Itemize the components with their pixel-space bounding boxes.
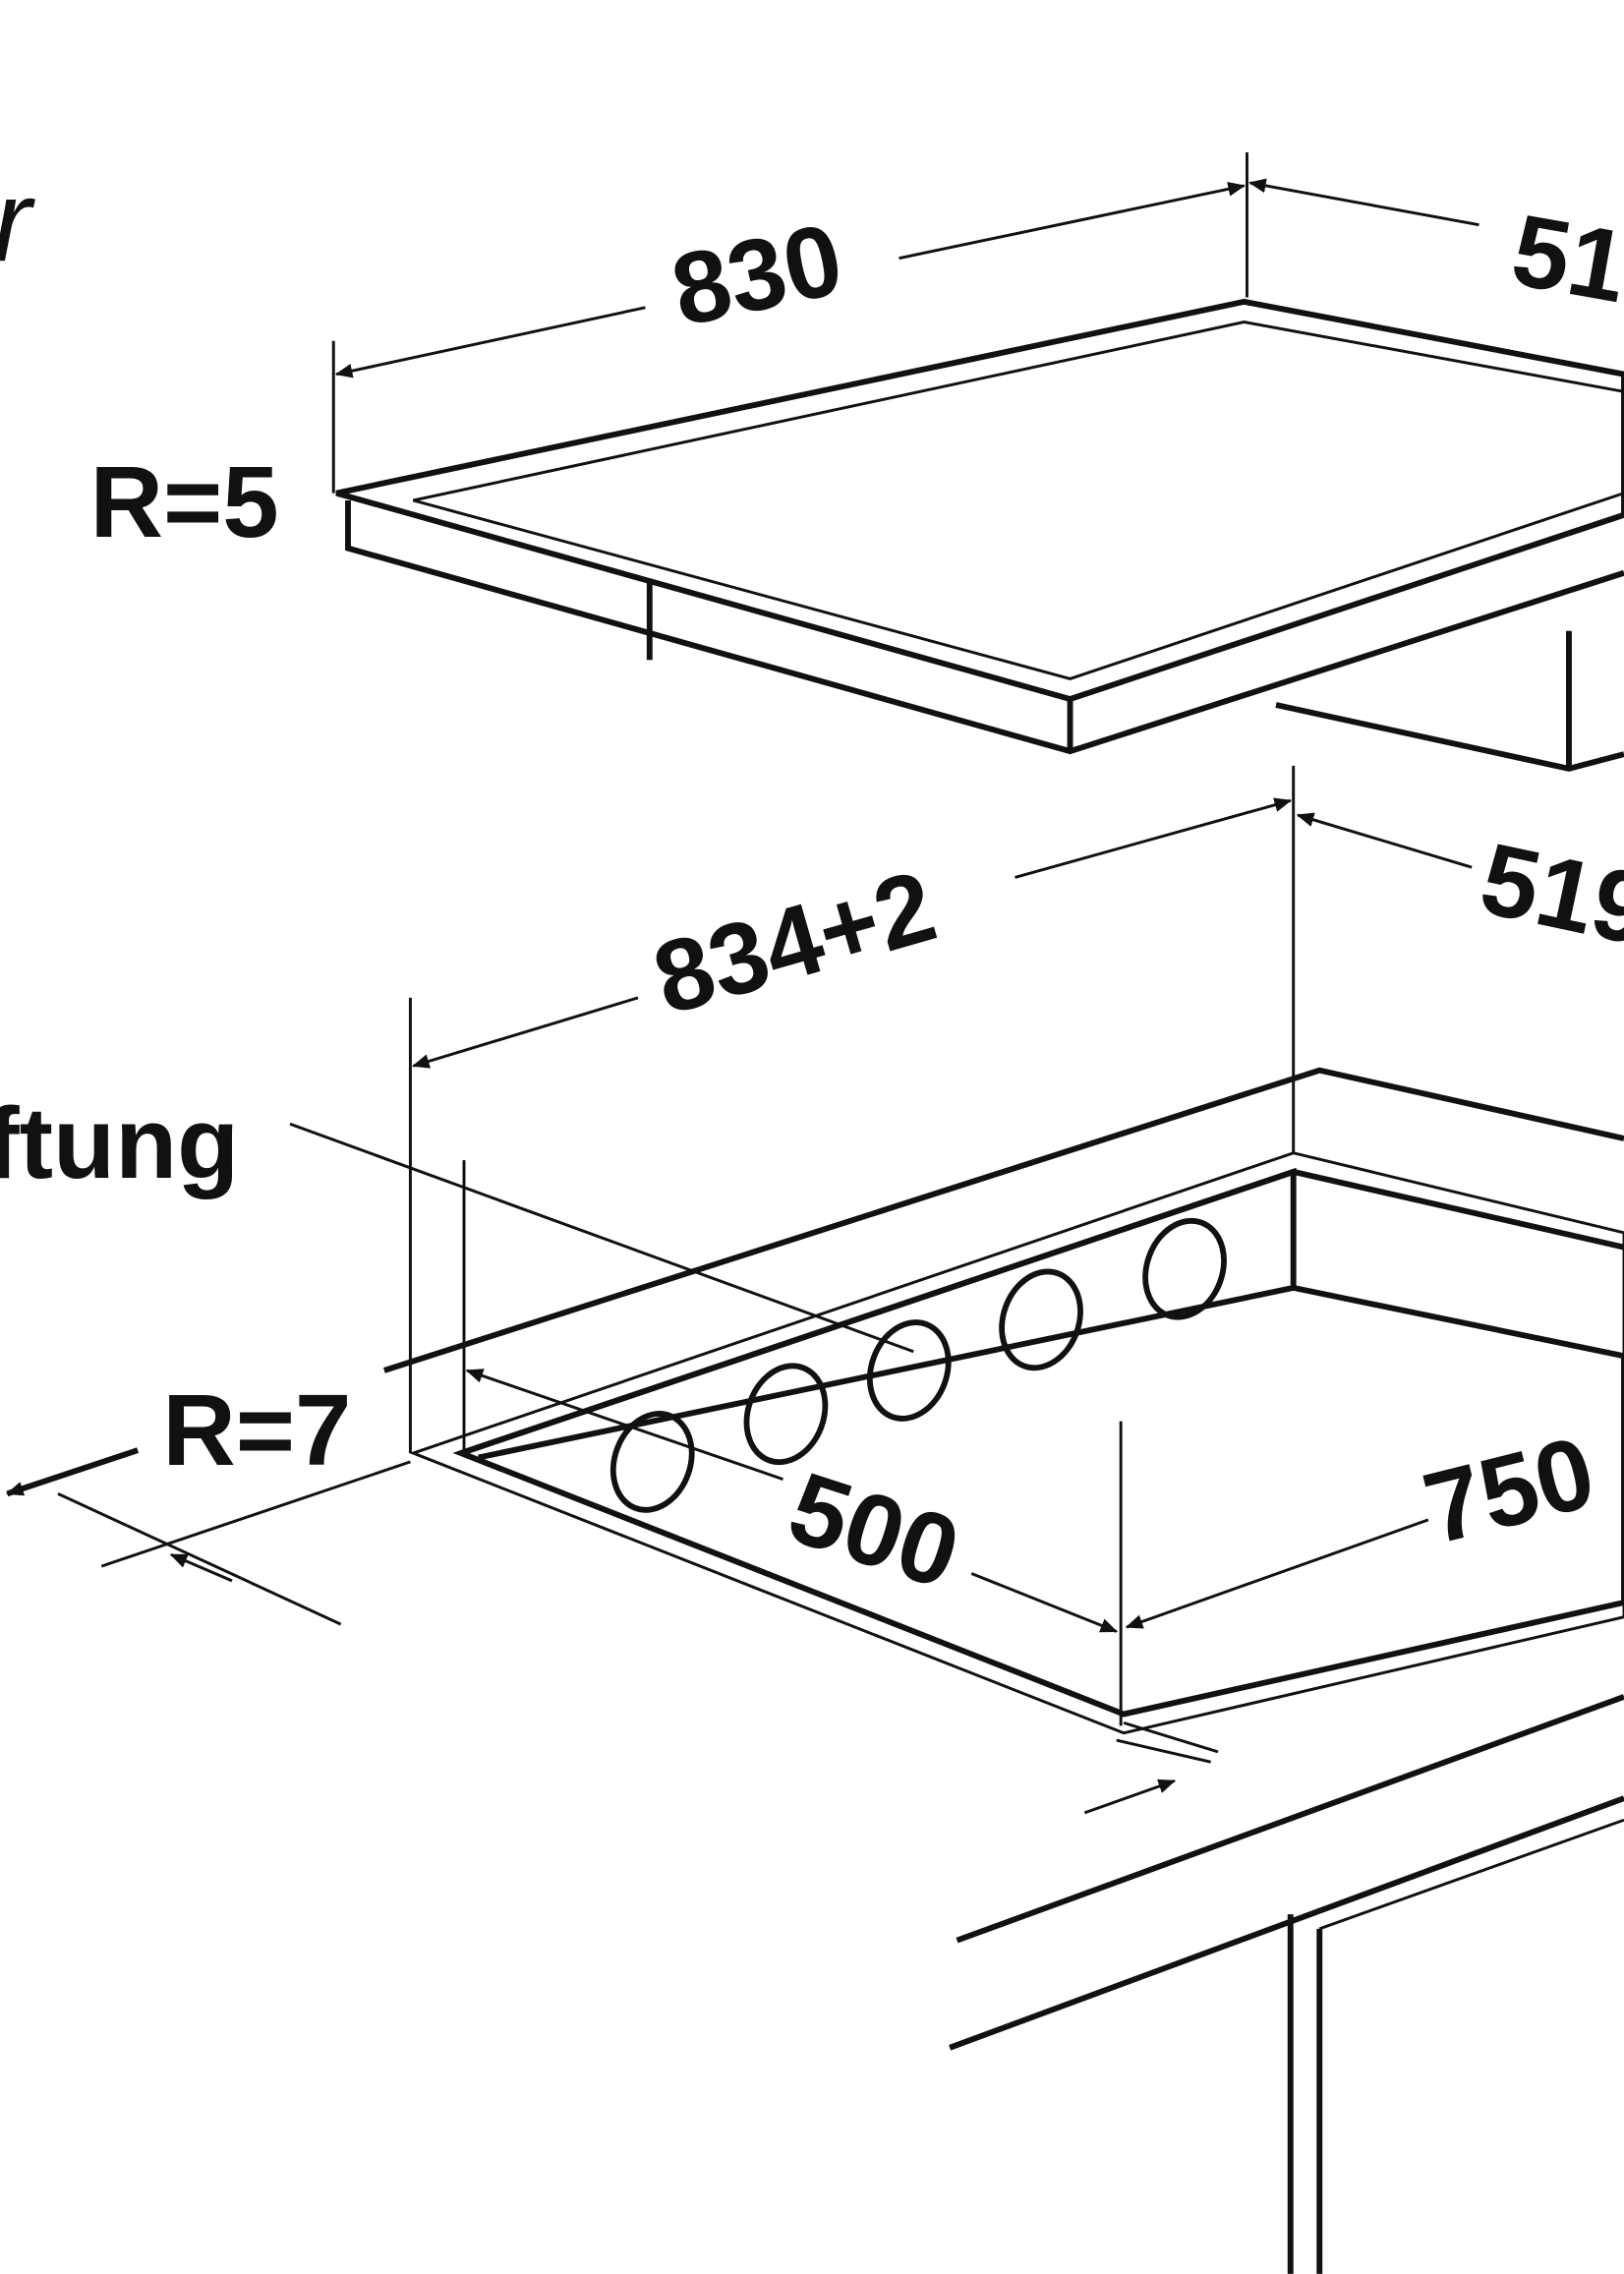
dimension-label-834-2: 834+2: [642, 848, 947, 1035]
dimension-label-519: 519: [1472, 821, 1624, 966]
partial-heading-text: r: [0, 157, 36, 287]
dimension-834: 834+2 519: [408, 765, 1624, 1454]
lower-dimensions: ftung R=7 500 750: [0, 1086, 1605, 1815]
dimension-label-51: 51: [1504, 193, 1624, 323]
ventilation-holes: [609, 1217, 1227, 1513]
dimension-label-750: 750: [1414, 1415, 1605, 1565]
radius-label-r5: R=5: [89, 445, 278, 558]
dimension-830: 830 51 R=5: [89, 151, 1624, 558]
radius-label-r7: R=7: [162, 1373, 351, 1487]
worktop-cutout-drawing: [382, 1067, 1624, 2274]
ventilation-label: ftung: [0, 1086, 239, 1199]
hob-drawing: [335, 298, 1624, 772]
dimension-label-830: 830: [663, 202, 851, 347]
